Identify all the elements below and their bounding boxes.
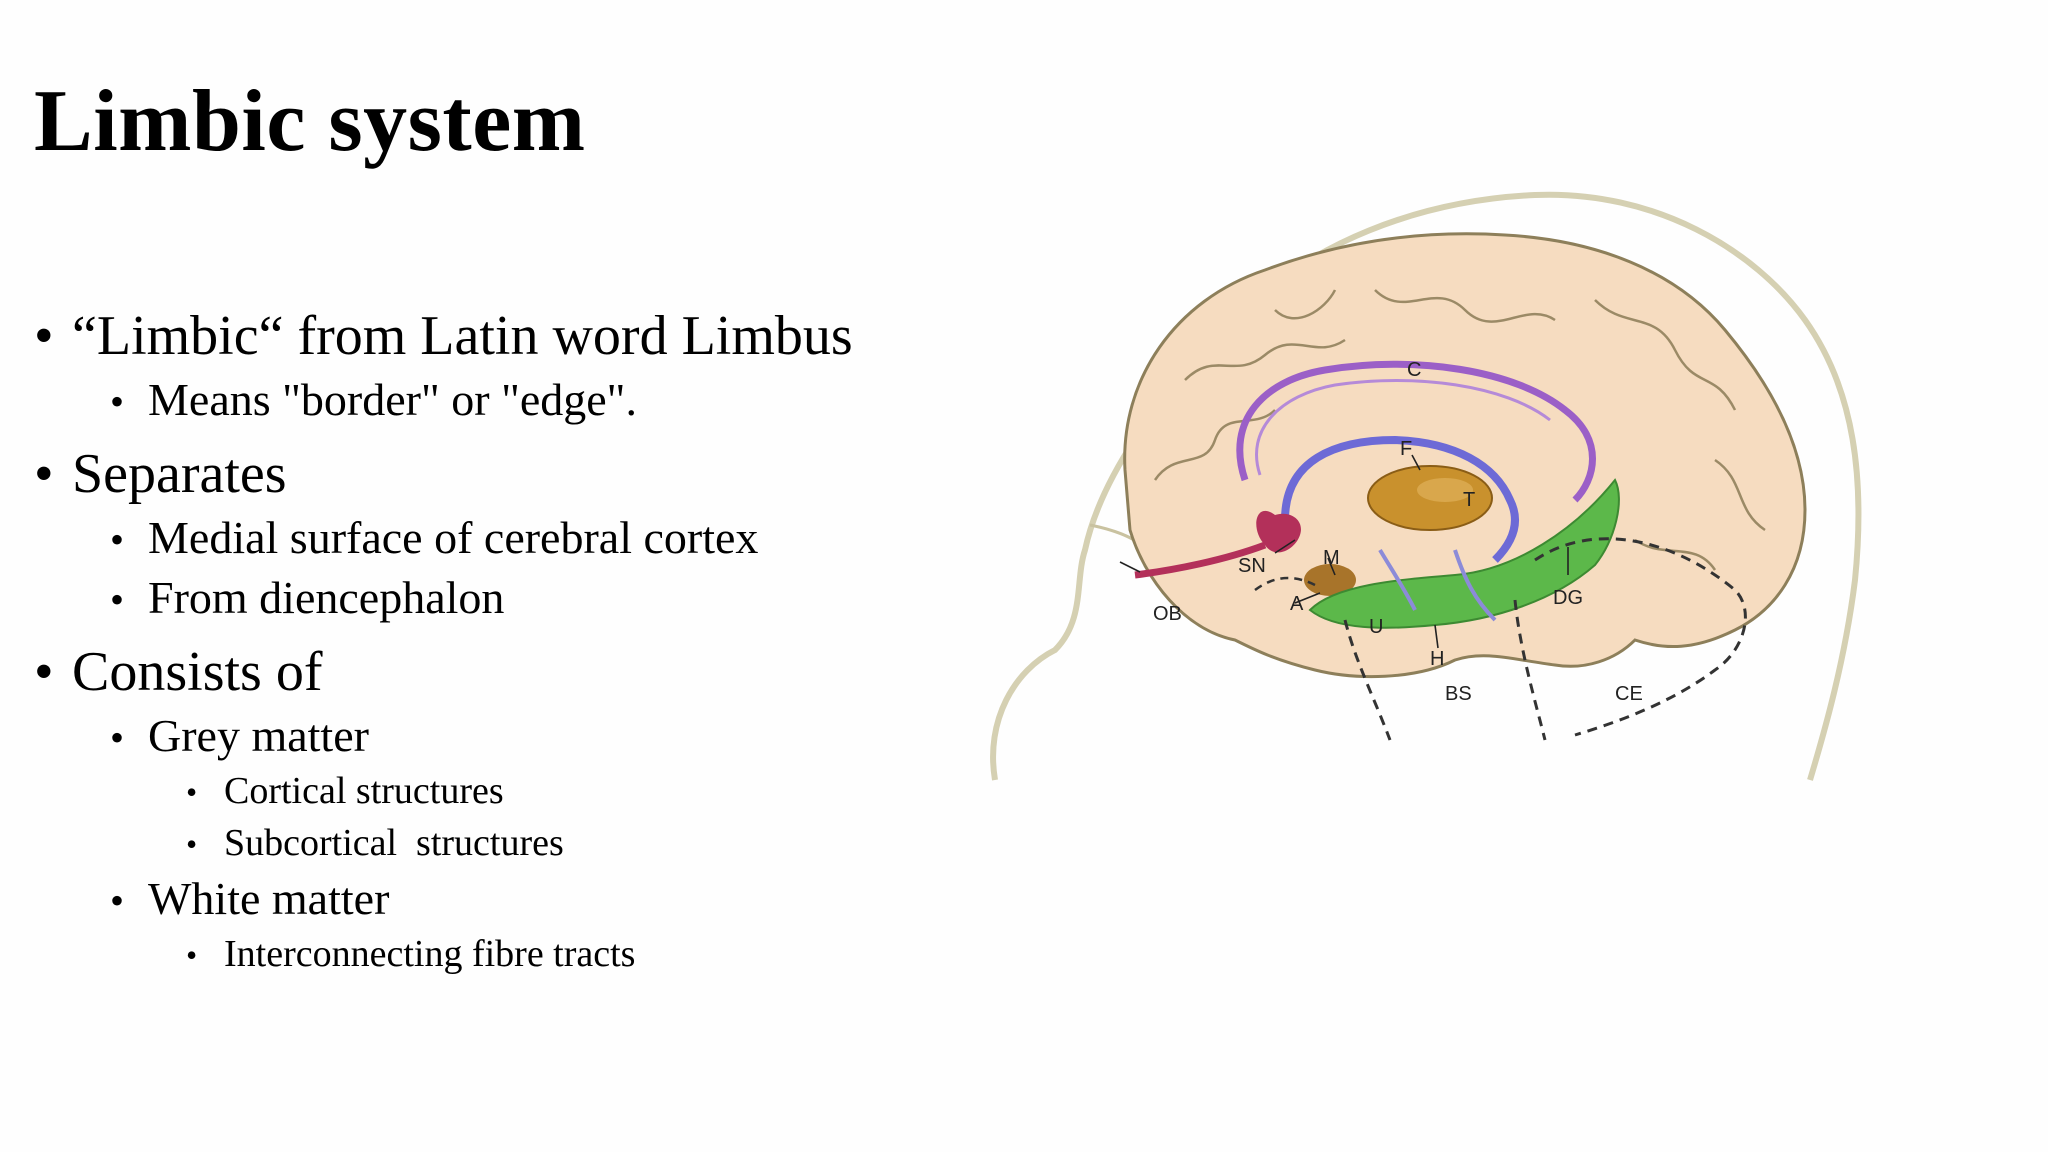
skull-outline [990, 191, 1862, 781]
bullet-text: White matter [148, 873, 390, 925]
bullet-dot: • [186, 774, 198, 811]
label-ce: CE [1615, 683, 1643, 705]
label-h: H [1430, 648, 1444, 670]
bullet-text: Interconnecting fibre tracts [224, 933, 636, 976]
bullet-dot: • [186, 825, 198, 862]
bullet-dot: • [34, 443, 54, 506]
bullet-text: Consists of [72, 641, 323, 704]
limbic-brain-illustration: C F T SN M OB A DG U H BS CE [975, 180, 1895, 810]
label-sn: SN [1238, 555, 1266, 577]
bullet-item: • “Limbic“ from Latin word Limbus [34, 302, 994, 370]
fornix [1281, 435, 1519, 563]
amygdala [1304, 564, 1356, 596]
sub-sub-bullet-item: • Subcortical structures [34, 818, 994, 870]
bullet-dot: • [110, 878, 125, 924]
sub-sub-bullet-item: • Interconnecting fibre tracts [34, 929, 994, 981]
bullet-dot: • [34, 641, 54, 704]
label-u: U [1369, 616, 1383, 638]
label-m: M [1323, 547, 1340, 569]
label-f: F [1400, 438, 1412, 460]
bullet-dot: • [110, 379, 125, 425]
bullet-text: Medial surface of cerebral cortex [148, 512, 759, 564]
sub-bullet-item: • White matter [34, 869, 994, 929]
bullet-dot: • [34, 305, 54, 367]
septal-nuclei [1256, 510, 1301, 553]
label-dg: DG [1553, 587, 1583, 609]
bullet-dot: • [110, 715, 125, 761]
bullet-text: “Limbic“ from Latin word Limbus [72, 305, 853, 367]
label-ob: OB [1153, 603, 1182, 625]
hippocampus [1308, 478, 1620, 629]
sub-bullet-item: • Means "border" or "edge". [34, 370, 994, 430]
bullet-text: Grey matter [148, 710, 369, 762]
label-t: T [1463, 489, 1475, 511]
cingulate-gyrus [1236, 360, 1596, 503]
bullet-item: • Consists of [34, 638, 994, 706]
sub-sub-bullet-item: • Cortical structures [34, 766, 994, 818]
bullet-dot: • [186, 937, 198, 974]
bullet-text: Subcortical structures [224, 821, 564, 864]
slide-title: Limbic system [34, 73, 586, 170]
brain-diagram: C F T SN M OB A DG U H BS CE [990, 191, 1862, 781]
label-c: C [1407, 359, 1421, 381]
sub-bullet-item: • Medial surface of cerebral cortex [34, 508, 994, 568]
sub-bullet-item: • From diencephalon [34, 568, 994, 628]
bullet-text: Separates [72, 443, 287, 506]
label-bs: BS [1445, 683, 1472, 705]
bullet-text: Means "border" or "edge". [148, 374, 637, 426]
bullet-list: • “Limbic“ from Latin word Limbus • Means … [34, 302, 994, 981]
label-a: A [1290, 593, 1304, 615]
bullet-item: • Separates [34, 440, 994, 508]
bullet-text: Cortical structures [224, 770, 504, 813]
bullet-text: From diencephalon [148, 572, 505, 624]
cerebellum-outline [1534, 537, 1747, 737]
bullet-dot: • [110, 517, 125, 563]
sub-bullet-item: • Grey matter [34, 706, 994, 766]
bullet-dot: • [110, 577, 125, 623]
